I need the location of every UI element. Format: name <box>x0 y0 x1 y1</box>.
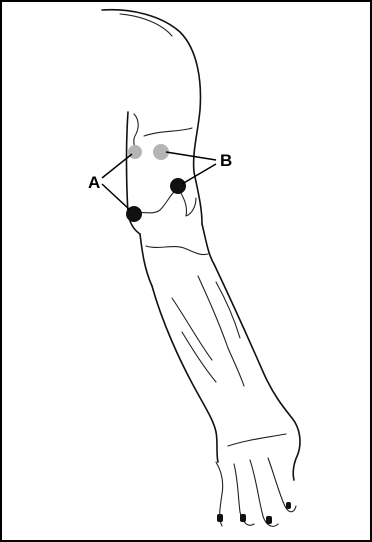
hand-fingernail-3 <box>266 516 272 524</box>
leader-b-upper <box>166 152 216 160</box>
wrist-outline <box>216 432 218 462</box>
elbow-left-edge <box>140 234 152 286</box>
hand-outline <box>292 418 300 480</box>
hand-fingernail-4 <box>286 502 291 509</box>
hand-fingernail-1 <box>217 514 223 522</box>
label-b: B <box>220 152 232 169</box>
upper-arm-bicep-line <box>144 128 192 136</box>
hand-knuckle-line <box>228 434 286 446</box>
hand-fingernail-2 <box>240 514 246 522</box>
shoulder-outline <box>102 10 202 224</box>
forearm-left-edge <box>152 286 216 432</box>
leader-b-lower <box>182 164 216 184</box>
forearm-muscle-line-1 <box>172 298 212 360</box>
electrode-a-upper <box>128 145 142 159</box>
leader-a-lower <box>102 184 130 210</box>
elbow-fold <box>146 246 208 255</box>
elbow-right-edge <box>202 224 214 264</box>
label-a: A <box>88 174 100 191</box>
shoulder-crease <box>120 14 172 36</box>
leader-a-upper <box>102 154 132 178</box>
hand-finger-3 <box>268 458 296 512</box>
forearm-muscle-line-3 <box>216 282 240 338</box>
electrode-b-lower <box>170 178 186 194</box>
hand-finger-2 <box>250 460 278 526</box>
